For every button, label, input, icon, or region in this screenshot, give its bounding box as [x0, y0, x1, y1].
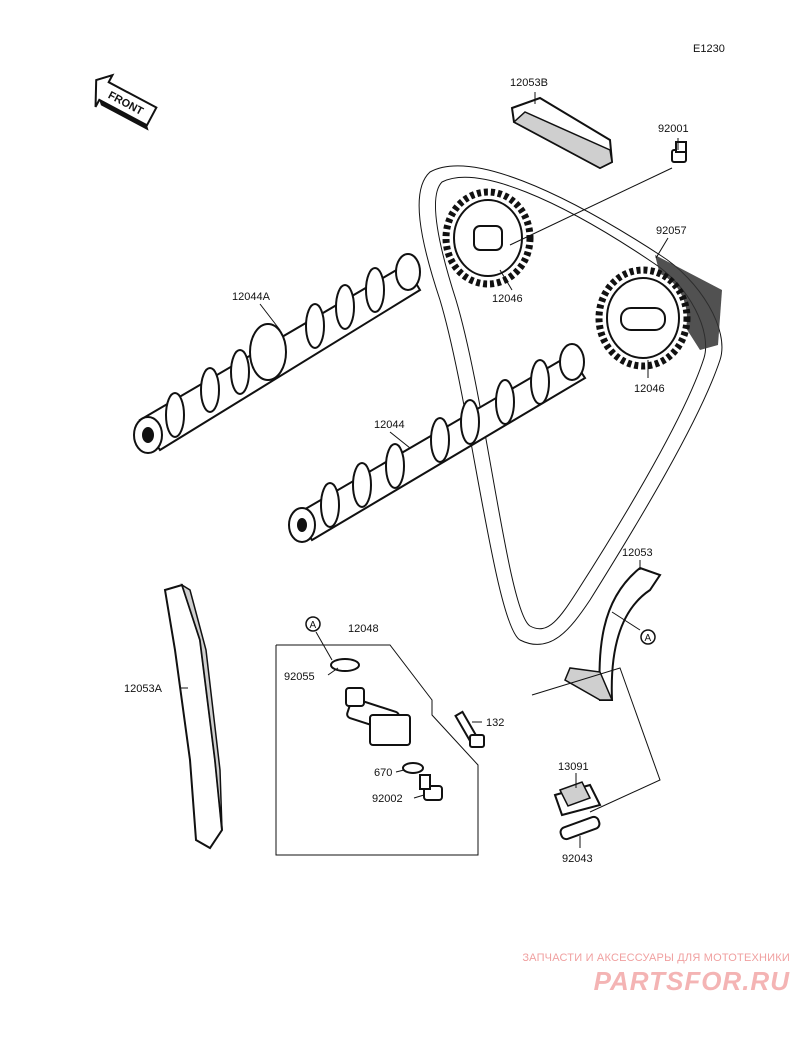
tensioner-box — [275, 644, 479, 856]
chain-guide-12053B — [510, 96, 614, 170]
oring-92055 — [330, 658, 360, 672]
watermark-logo: PARTSFOR.RU — [593, 966, 790, 996]
label-132: 132 — [486, 717, 504, 729]
label-12044A: 12044A — [232, 291, 271, 303]
label-92055: 92055 — [284, 671, 315, 683]
label-12044: 12044 — [374, 419, 405, 431]
bolt-92002 — [419, 774, 443, 801]
bolt-92001 — [671, 141, 687, 163]
svg-text:A: A — [310, 620, 317, 631]
pin-92043 — [559, 815, 601, 841]
label-92043: 92043 — [562, 853, 593, 865]
label-12053A: 12053A — [124, 683, 163, 695]
chain-guide-12053A — [163, 583, 224, 850]
camshaft-12044A — [133, 253, 422, 454]
marker-a-guide: A — [640, 629, 656, 645]
pivot-13091 — [553, 781, 602, 817]
watermark-tagline: ЗАПЧАСТИ И АКСЕССУАРЫ ДЛЯ МОТОТЕХНИКИ — [522, 952, 790, 964]
front-arrow-icon: FRONT — [94, 73, 158, 131]
camshaft-12044 — [288, 343, 587, 543]
label-13091: 13091 — [558, 761, 589, 773]
tensioner-12048 — [345, 687, 411, 746]
label-12048: 12048 — [348, 623, 379, 635]
label-92002: 92002 — [372, 793, 403, 805]
svg-text:A: A — [645, 633, 652, 644]
leader-lines — [180, 92, 679, 848]
label-12053B: 12053B — [510, 77, 548, 89]
connector-line-pivot — [531, 667, 661, 813]
label-670: 670 — [374, 767, 392, 779]
oring-670 — [402, 762, 424, 774]
label-12046-upper: 12046 — [492, 293, 523, 305]
sprocket-upper-12046 — [442, 188, 534, 288]
label-92057: 92057 — [656, 225, 687, 237]
label-12046-lower: 12046 — [634, 383, 665, 395]
bolt-132 — [454, 710, 485, 748]
chain-guide-12053 — [564, 566, 662, 701]
marker-a-tensioner: A — [305, 616, 321, 632]
sprocket-lower-12046 — [595, 266, 691, 370]
label-12053: 12053 — [622, 547, 653, 559]
label-92001: 92001 — [658, 123, 689, 135]
diagram-code: E1230 — [693, 43, 725, 55]
